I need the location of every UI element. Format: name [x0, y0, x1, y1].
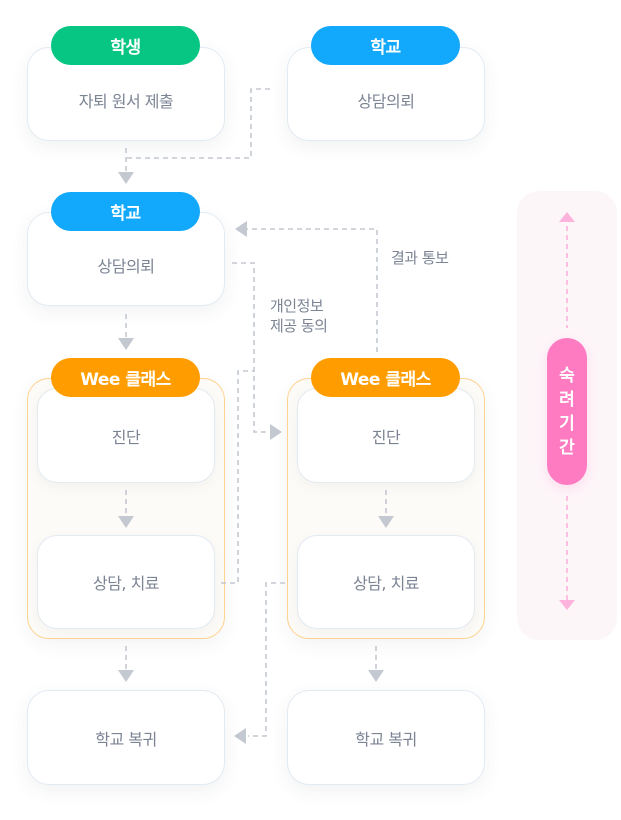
wee-class-badge-left: Wee 클래스 — [51, 358, 200, 397]
step-label: 학교 복귀 — [355, 729, 417, 749]
connector-counseling-to-route — [221, 370, 254, 584]
step-label: 상담, 치료 — [92, 574, 160, 593]
arrow-left-icon — [235, 221, 247, 237]
arrow-down-icon — [118, 670, 134, 682]
privacy-consent-note: 개인정보 제공 동의 — [270, 296, 328, 336]
step-label: 진단 — [371, 427, 401, 447]
return-to-school-box-left: 학교 복귀 — [27, 690, 225, 785]
step-label: 상담의뢰 — [97, 257, 155, 276]
result-notice-note: 결과 통보 — [391, 249, 449, 267]
step-label: 상담, 치료 — [352, 574, 420, 593]
connector-consent-route — [232, 262, 272, 433]
diagnosis-box-left: 진단 — [37, 388, 215, 483]
period-char: 간 — [559, 437, 575, 458]
school-badge-left: 학교 — [51, 192, 200, 231]
wee-class-badge-right: Wee 클래스 — [311, 358, 460, 397]
counseling-box-left: 상담, 치료 — [37, 535, 215, 629]
step-label: 상담의뢰 — [357, 92, 415, 111]
step-label: 학교 복귀 — [95, 729, 157, 749]
student-badge: 학생 — [51, 26, 200, 65]
arrow-down-icon — [118, 172, 134, 184]
note-line: 제공 동의 — [270, 317, 328, 335]
period-char: 숙 — [559, 365, 575, 386]
arrow-down-icon — [118, 338, 134, 350]
return-to-school-box-right: 학교 복귀 — [287, 690, 485, 785]
counseling-box-right: 상담, 치료 — [297, 535, 475, 629]
step-label: 자퇴 원서 제출 — [78, 92, 174, 111]
school-badge-right: 학교 — [311, 26, 460, 65]
connector-counseling-to-return-left — [248, 582, 285, 737]
deliberation-period-label: 숙 려 기 간 — [547, 338, 587, 485]
arrow-right-icon — [270, 424, 282, 440]
period-char: 려 — [559, 389, 575, 410]
note-line: 개인정보 — [270, 297, 324, 315]
diagnosis-box-right: 진단 — [297, 388, 475, 483]
period-char: 기 — [559, 413, 575, 434]
arrow-left-icon — [234, 728, 246, 744]
step-label: 진단 — [111, 427, 141, 447]
arrow-down-icon — [368, 670, 384, 682]
